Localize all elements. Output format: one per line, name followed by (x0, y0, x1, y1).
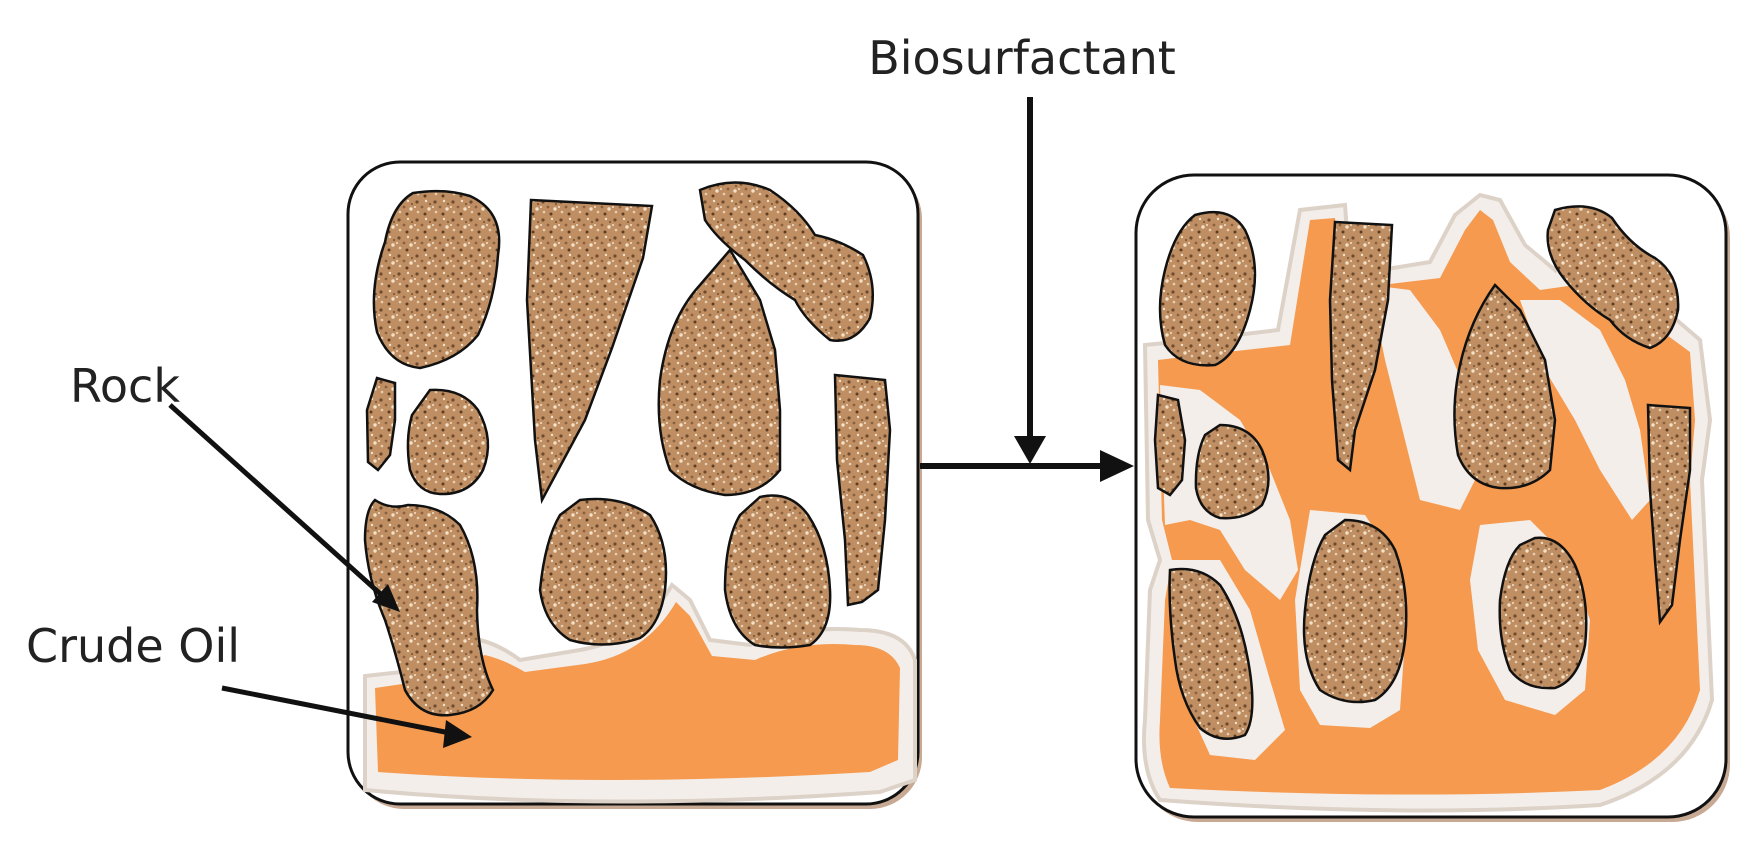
crude-oil-pointer-arrowhead-icon (443, 720, 472, 748)
crude-oil-pointer-line (221, 685, 446, 735)
oil-gap (1520, 300, 1650, 520)
panel-after (1134, 173, 1730, 822)
rock-pointer (168, 403, 400, 612)
oil-pool (375, 602, 900, 780)
rock (1328, 220, 1394, 473)
rock (363, 498, 495, 717)
label-biosurfactant: Biosurfactant (868, 31, 1176, 85)
biosurfactant-arrow (1014, 97, 1046, 464)
rock (833, 373, 892, 607)
rock (1546, 205, 1680, 350)
rock (1168, 567, 1254, 740)
oil-gap (1370, 285, 1480, 510)
rock (657, 247, 782, 497)
rock (1302, 518, 1408, 704)
arrow-down-icon (1014, 436, 1046, 464)
rock (1453, 283, 1557, 490)
crude-oil-pointer (221, 685, 472, 748)
rock (723, 494, 832, 649)
label-rock: Rock (70, 359, 180, 413)
rock (1153, 393, 1187, 497)
process-arrow (920, 450, 1134, 482)
rock (372, 189, 501, 370)
rock (698, 181, 875, 342)
rock (1498, 536, 1588, 690)
rock (538, 497, 668, 646)
rock (1194, 423, 1270, 520)
label-crude-oil: Crude Oil (26, 619, 240, 673)
rock-pointer-arrowhead-icon (372, 584, 400, 612)
rock (365, 376, 397, 472)
rock (406, 388, 490, 496)
panel-before (346, 160, 922, 809)
rock (525, 198, 654, 505)
rock (1158, 210, 1257, 367)
arrow-right-icon (1100, 450, 1134, 482)
rock (1646, 403, 1692, 626)
rock-pointer-line (168, 403, 387, 600)
